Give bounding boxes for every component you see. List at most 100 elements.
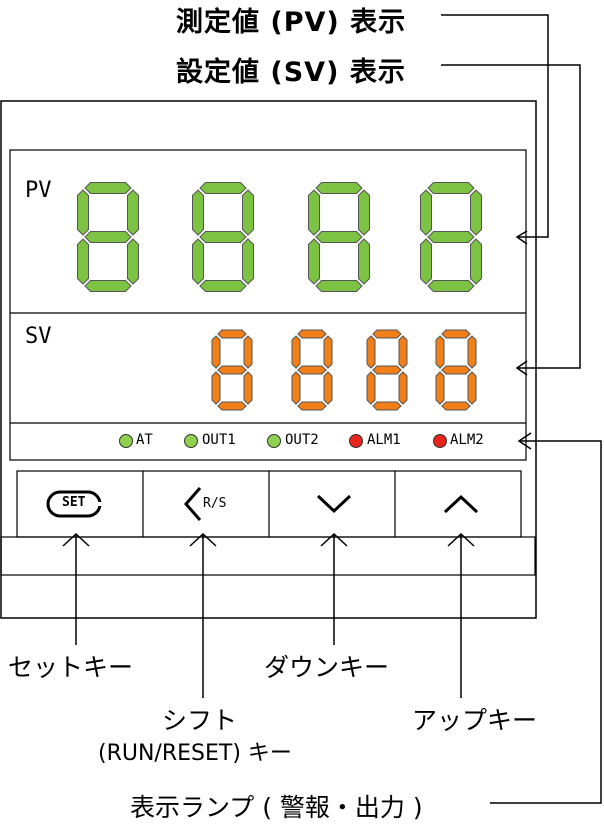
sv-label: SV xyxy=(25,324,52,349)
sv-segment-a xyxy=(217,329,247,339)
sv-segment-b xyxy=(467,335,477,369)
pv-segment-f xyxy=(192,189,204,236)
pv-segment-g xyxy=(84,231,132,243)
pv-segment-d xyxy=(84,280,132,292)
set-key[interactable] xyxy=(17,471,143,537)
pv-segment-f xyxy=(77,189,89,236)
pv-digit xyxy=(308,182,370,292)
pv-segment-c xyxy=(470,238,482,285)
pv-segment-b xyxy=(470,189,482,236)
sv-segment-f xyxy=(211,335,221,369)
up-key-callout: アップキー xyxy=(412,706,538,735)
pv-segment-e xyxy=(77,238,89,285)
sv-segment-f xyxy=(435,335,445,369)
sv-segment-b xyxy=(398,335,408,369)
chevron-left-icon xyxy=(184,487,202,521)
sv-segment-g xyxy=(441,365,471,375)
lamp-out1-indicator xyxy=(184,434,198,448)
pv-segment-c xyxy=(242,238,254,285)
sv-segment-g xyxy=(297,365,327,375)
sv-segment-a xyxy=(372,329,402,339)
sv-segment-f xyxy=(291,335,301,369)
sv-segment-b xyxy=(243,335,253,369)
sv-segment-d xyxy=(297,401,327,411)
bottom-strip xyxy=(0,536,536,576)
run-reset-key[interactable] xyxy=(143,471,269,537)
rs-key-label: R/S xyxy=(203,496,227,511)
lamp-leader-line xyxy=(490,440,602,804)
sv-segment-d xyxy=(217,401,247,411)
lamp-row xyxy=(119,434,447,448)
set-key-callout: セットキー xyxy=(8,653,134,682)
pv-segment-a xyxy=(84,182,132,194)
pv-digit xyxy=(77,182,139,292)
pv-segment-d xyxy=(199,280,247,292)
sv-digit xyxy=(291,329,333,411)
down-key-callout: ダウンキー xyxy=(264,653,390,682)
sv-segment-e xyxy=(435,371,445,405)
pv-segment-f xyxy=(308,189,320,236)
lamp-out2-indicator xyxy=(267,434,281,448)
pv-segment-e xyxy=(308,238,320,285)
sv-segment-e xyxy=(211,371,221,405)
pv-segment-d xyxy=(427,280,475,292)
pv-label: PV xyxy=(25,178,52,203)
sv-digit xyxy=(435,329,477,411)
set-key-outline xyxy=(46,490,102,518)
pv-segment-b xyxy=(358,189,370,236)
sv-digit xyxy=(366,329,408,411)
pv-segment-b xyxy=(242,189,254,236)
sv-segment-e xyxy=(291,371,301,405)
sv-segment-g xyxy=(372,365,402,375)
sv-segment-a xyxy=(297,329,327,339)
set-key-label: SET xyxy=(62,495,86,510)
pv-segment-a xyxy=(427,182,475,194)
pv-segment-e xyxy=(420,238,432,285)
pv-segment-a xyxy=(315,182,363,194)
pv-segment-g xyxy=(427,231,475,243)
pv-segment-c xyxy=(127,238,139,285)
pv-segment-f xyxy=(420,189,432,236)
pv-digit xyxy=(192,182,254,292)
down-key[interactable] xyxy=(269,471,395,537)
pv-digit-display xyxy=(77,182,482,292)
pv-segment-d xyxy=(315,280,363,292)
pv-segment-g xyxy=(199,231,247,243)
chevron-down-icon xyxy=(316,494,352,514)
pv-display-label: 測定値 (PV) 表示 xyxy=(176,7,407,38)
lamp-label-out1: OUT1 xyxy=(202,432,236,448)
lamp-label-at: AT xyxy=(136,432,153,448)
sv-segment-c xyxy=(323,371,333,405)
shift-key-callout-sub: (RUN/RESET) キー xyxy=(98,741,292,766)
controller-housing xyxy=(0,100,537,619)
sv-segment-e xyxy=(366,371,376,405)
sv-leader-line xyxy=(441,64,581,369)
sv-segment-f xyxy=(366,335,376,369)
lamp-alm2-indicator xyxy=(433,434,447,448)
pv-leader-line xyxy=(441,14,549,238)
lamp-alm1-indicator xyxy=(349,434,363,448)
sv-segment-c xyxy=(398,371,408,405)
pv-segment-e xyxy=(192,238,204,285)
chevron-up-icon xyxy=(443,494,479,514)
up-key[interactable] xyxy=(395,471,521,537)
display-window xyxy=(9,149,527,461)
lamp-label-alm2: ALM2 xyxy=(450,432,484,448)
sv-display-label: 設定値 (SV) 表示 xyxy=(176,57,406,88)
shift-key-callout: シフト xyxy=(162,706,238,735)
lamp-at-indicator xyxy=(119,434,133,448)
sv-segment-a xyxy=(441,329,471,339)
lamp-callout: 表示ランプ ( 警報・出力 ) xyxy=(130,793,423,822)
pv-segment-g xyxy=(315,231,363,243)
sv-segment-b xyxy=(323,335,333,369)
lamp-label-out2: OUT2 xyxy=(285,432,319,448)
sv-segment-g xyxy=(217,365,247,375)
sv-segment-d xyxy=(441,401,471,411)
sv-segment-c xyxy=(243,371,253,405)
sv-digit-display xyxy=(211,329,477,411)
pv-segment-c xyxy=(358,238,370,285)
sv-segment-c xyxy=(467,371,477,405)
lamp-label-alm1: ALM1 xyxy=(367,432,401,448)
pv-digit xyxy=(420,182,482,292)
